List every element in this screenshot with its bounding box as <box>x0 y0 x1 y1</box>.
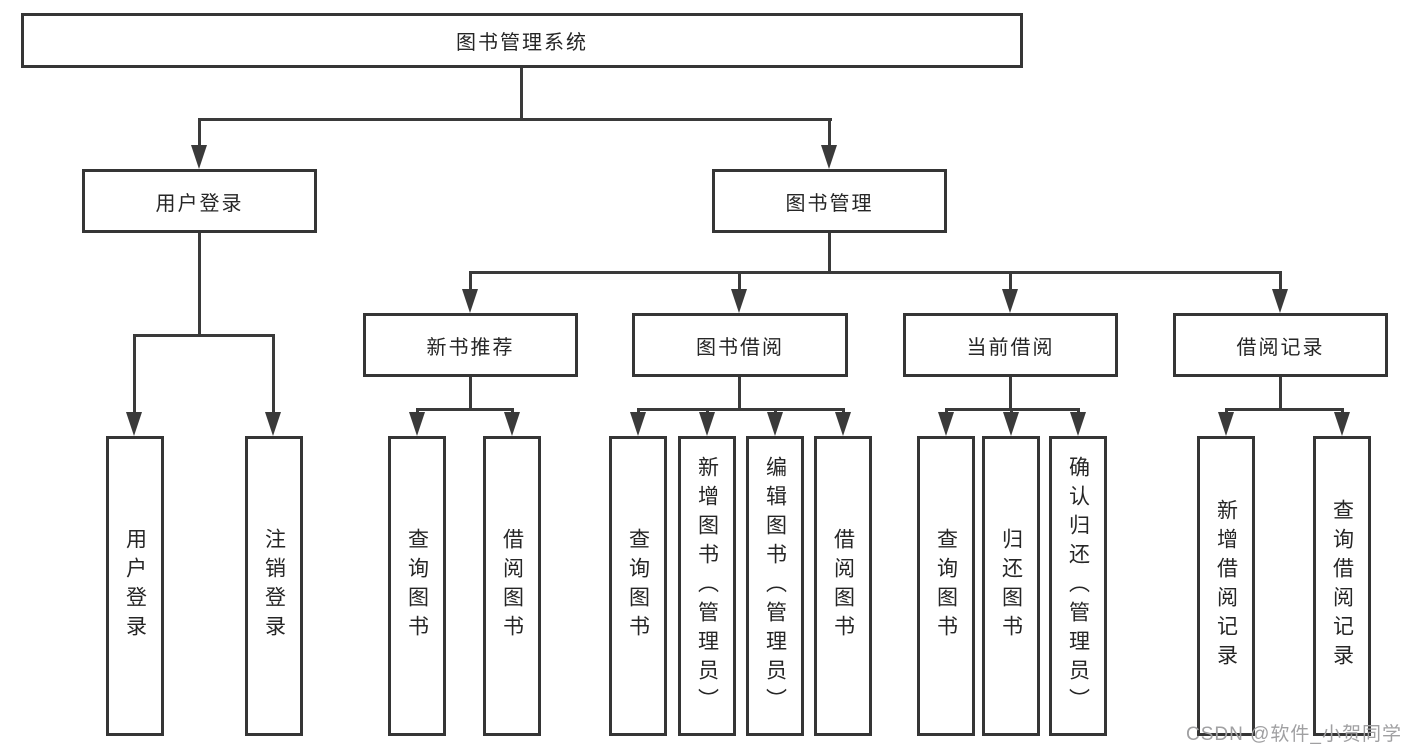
connector-line <box>1010 408 1013 412</box>
arrow-down-icon <box>699 412 715 436</box>
arrow-down-icon <box>1334 412 1350 436</box>
connector-line <box>1009 377 1012 408</box>
leaf-user-login-label: 用户登录 <box>123 528 147 644</box>
node-book-borrow-label: 图书借阅 <box>696 336 784 359</box>
connector-line <box>738 271 741 289</box>
arrow-down-icon <box>938 412 954 436</box>
leaf-records-query-record: 查询借阅记录 <box>1313 436 1371 736</box>
node-book-borrow: 图书借阅 <box>632 313 848 377</box>
connector-line <box>637 408 640 412</box>
connector-line <box>1009 271 1012 289</box>
connector-line <box>198 233 201 334</box>
arrow-down-icon <box>1070 412 1086 436</box>
node-book-management: 图书管理 <box>712 169 947 233</box>
node-user-login: 用户登录 <box>82 169 317 233</box>
arrow-down-icon <box>1003 412 1019 436</box>
node-new-book-recommend: 新书推荐 <box>363 313 578 377</box>
arrow-down-icon <box>504 412 520 436</box>
connector-line <box>469 377 472 408</box>
leaf-borrow-edit-books-admin-label: 编辑图书（管理员） <box>763 455 787 717</box>
leaf-current-query-books-label: 查询图书 <box>934 528 958 644</box>
connector-line <box>198 118 832 121</box>
connector-line <box>1341 408 1344 412</box>
node-current-borrow: 当前借阅 <box>903 313 1118 377</box>
arrow-down-icon <box>191 145 207 169</box>
connector-line <box>637 408 845 411</box>
connector-line <box>774 408 777 412</box>
leaf-borrow-query-books: 查询图书 <box>609 436 667 736</box>
arrow-down-icon <box>1002 289 1018 313</box>
arrow-down-icon <box>409 412 425 436</box>
connector-line <box>469 271 1282 274</box>
node-user-login-label: 用户登录 <box>155 192 244 215</box>
leaf-borrow-borrow-books: 借阅图书 <box>814 436 872 736</box>
leaf-recommend-query-books-label: 查询图书 <box>405 528 429 644</box>
connector-line <box>416 408 419 412</box>
csdn-watermark: CSDN @软件_小贺同学 <box>1186 724 1402 745</box>
node-book-management-label: 图书管理 <box>785 192 874 215</box>
leaf-current-query-books: 查询图书 <box>917 436 975 736</box>
connector-line <box>828 118 831 145</box>
connector-line <box>198 118 201 145</box>
leaf-current-confirm-return-admin: 确认归还（管理员） <box>1049 436 1107 736</box>
node-root-label: 图书管理系统 <box>456 32 588 54</box>
node-new-book-recommend-label: 新书推荐 <box>426 336 515 359</box>
leaf-current-return-books-label: 归还图书 <box>999 528 1023 644</box>
connector-line <box>416 408 514 411</box>
leaf-records-add-record: 新增借阅记录 <box>1197 436 1255 736</box>
arrow-down-icon <box>462 289 478 313</box>
leaf-current-return-books: 归还图书 <box>982 436 1040 736</box>
leaf-user-login: 用户登录 <box>106 436 164 736</box>
connector-line <box>133 334 136 412</box>
node-root: 图书管理系统 <box>21 13 1023 68</box>
arrow-down-icon <box>835 412 851 436</box>
connector-line <box>511 408 514 412</box>
arrow-down-icon <box>1272 289 1288 313</box>
leaf-borrow-edit-books-admin: 编辑图书（管理员） <box>746 436 804 736</box>
leaf-borrow-add-books-admin-label: 新增图书（管理员） <box>695 455 719 717</box>
node-borrow-records-label: 借阅记录 <box>1236 336 1325 359</box>
arrow-down-icon <box>767 412 783 436</box>
leaf-recommend-borrow-books: 借阅图书 <box>483 436 541 736</box>
leaf-records-query-record-label: 查询借阅记录 <box>1330 499 1354 673</box>
arrow-down-icon <box>126 412 142 436</box>
connector-line <box>842 408 845 412</box>
connector-line <box>1225 408 1344 411</box>
connector-line <box>1279 271 1282 289</box>
leaf-logout: 注销登录 <box>245 436 303 736</box>
arrow-down-icon <box>630 412 646 436</box>
connector-line <box>133 334 275 337</box>
leaf-current-confirm-return-admin-label: 确认归还（管理员） <box>1066 455 1090 717</box>
leaf-recommend-borrow-books-label: 借阅图书 <box>500 528 524 644</box>
connector-line <box>1077 408 1080 412</box>
node-current-borrow-label: 当前借阅 <box>966 336 1055 359</box>
connector-line <box>469 271 472 289</box>
leaf-borrow-query-books-label: 查询图书 <box>626 528 650 644</box>
arrow-down-icon <box>821 145 837 169</box>
arrow-down-icon <box>1218 412 1234 436</box>
connector-line <box>1225 408 1228 412</box>
connector-line <box>706 408 709 412</box>
node-borrow-records: 借阅记录 <box>1173 313 1388 377</box>
connector-line <box>828 233 831 271</box>
leaf-borrow-add-books-admin: 新增图书（管理员） <box>678 436 736 736</box>
connector-line <box>945 408 948 412</box>
connector-line <box>272 334 275 412</box>
leaf-logout-label: 注销登录 <box>262 528 286 644</box>
leaf-recommend-query-books: 查询图书 <box>388 436 446 736</box>
arrow-down-icon <box>731 289 747 313</box>
leaf-borrow-borrow-books-label: 借阅图书 <box>831 528 855 644</box>
connector-line <box>520 68 523 118</box>
connector-line <box>738 377 741 408</box>
arrow-down-icon <box>265 412 281 436</box>
connector-line <box>1279 377 1282 408</box>
leaf-records-add-record-label: 新增借阅记录 <box>1214 499 1238 673</box>
